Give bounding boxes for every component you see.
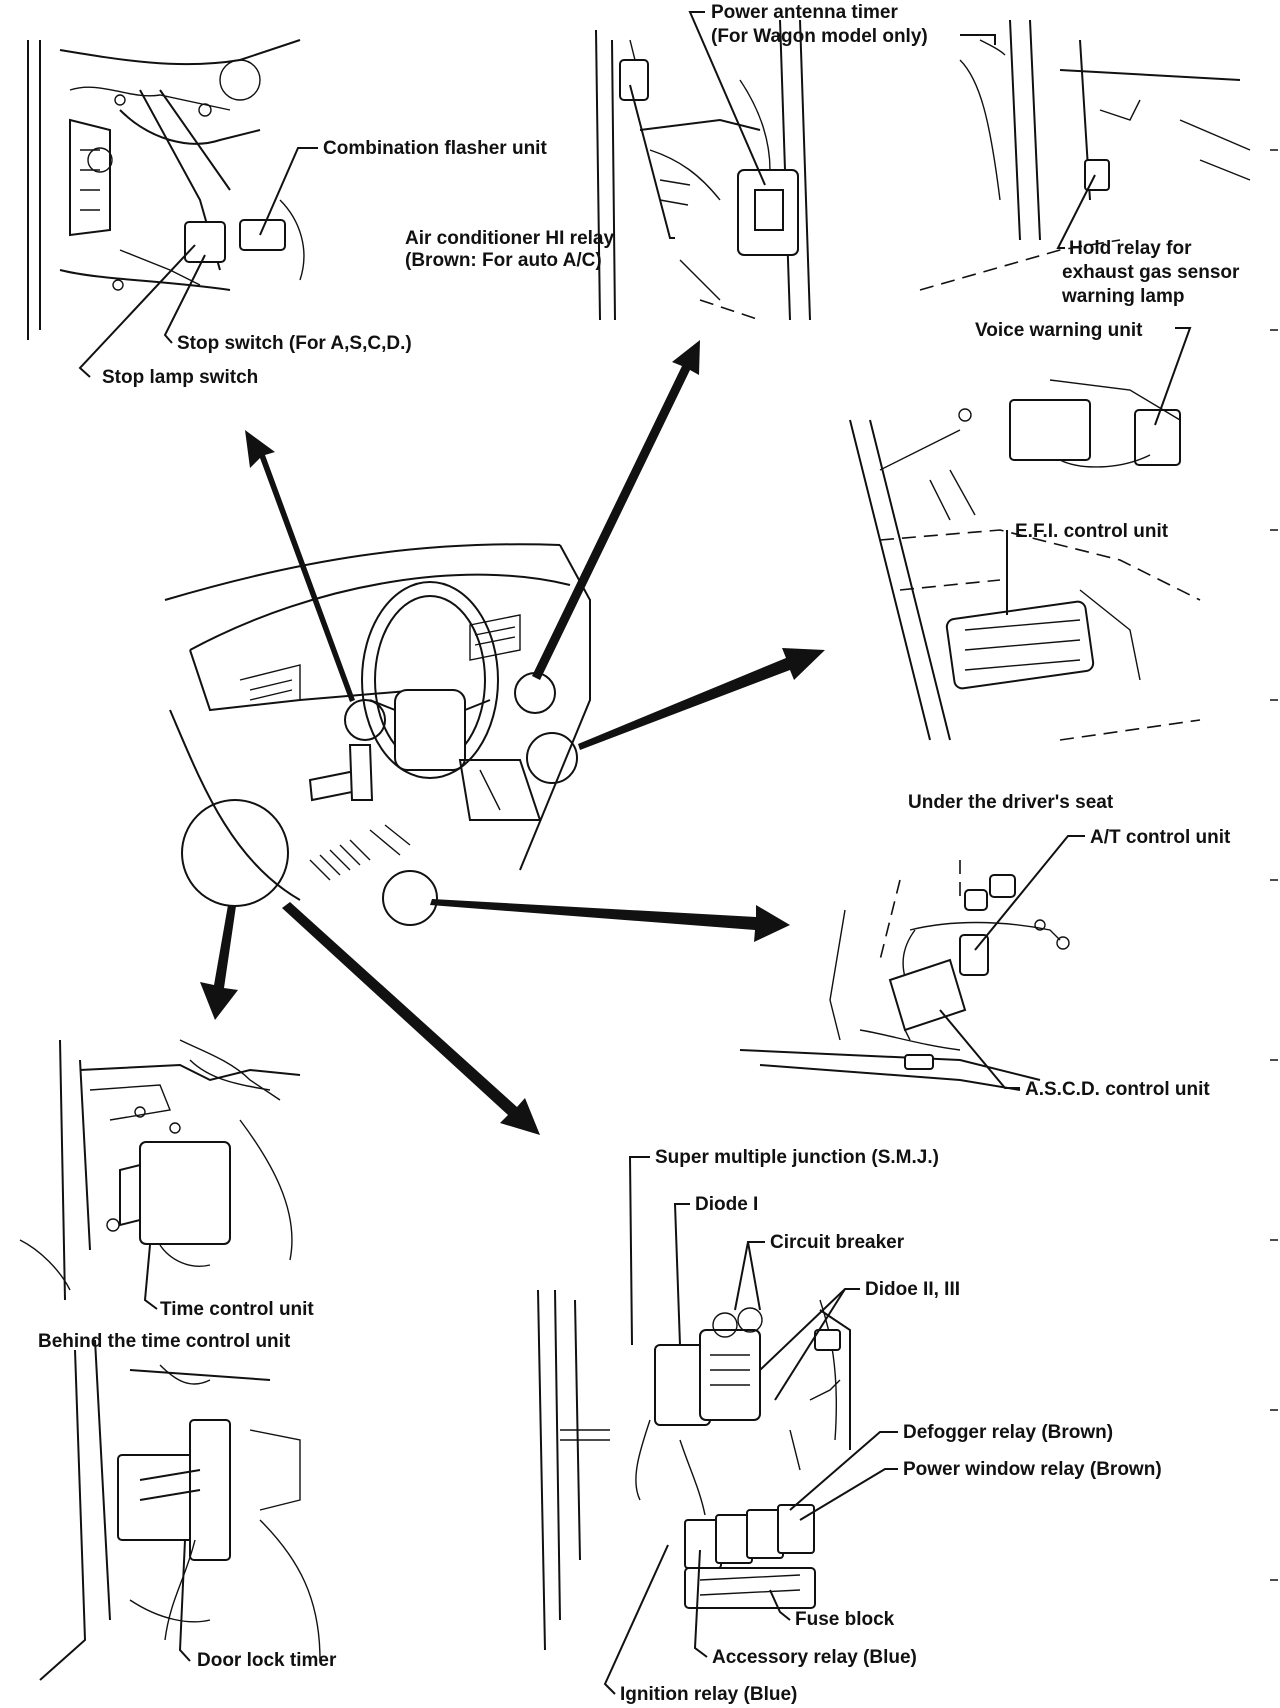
label-combination-flasher: Combination flasher unit (323, 138, 547, 159)
label-ignition-relay: Ignition relay (Blue) (620, 1684, 797, 1705)
label-at-control: A/T control unit (1090, 827, 1231, 848)
panel-ac-relay-area (595, 19, 811, 321)
panel-under-seat (739, 860, 1070, 1091)
label-hold-relay-1: Hold relay for (1069, 238, 1192, 259)
label-circuit-breaker: Circuit breaker (770, 1232, 905, 1253)
label-door-lock-timer: Door lock timer (197, 1650, 337, 1671)
label-hold-relay-2: exhaust gas sensor (1062, 262, 1240, 283)
panel-door-lock-timer (39, 1339, 321, 1681)
pointer-arrows (200, 340, 825, 1135)
leader-lines (78, 11, 1192, 1695)
label-diode-1: Diode I (695, 1194, 758, 1215)
label-efi-control: E.F.I. control unit (1015, 521, 1169, 542)
label-power-window-relay: Power window relay (Brown) (903, 1459, 1162, 1480)
label-stop-lamp-switch: Stop lamp switch (102, 367, 258, 388)
label-time-control: Time control unit (160, 1299, 314, 1320)
label-power-antenna-note: (For Wagon model only) (711, 26, 928, 47)
label-accessory-relay: Accessory relay (Blue) (712, 1647, 917, 1668)
panel-stop-switch-area (27, 39, 305, 340)
label-ac-hi-relay: Air conditioner HI relay (405, 228, 614, 249)
label-stop-switch-ascd: Stop switch (For A,S,C,D.) (177, 333, 412, 354)
label-ac-hi-relay-note: (Brown: For auto A/C) (405, 250, 602, 271)
panel-fuse-block (537, 1289, 851, 1651)
panel-time-control (19, 1039, 301, 1301)
callout-labels: Power antenna timer (For Wagon model onl… (38, 2, 1240, 1705)
dashboard-illustration (164, 543, 591, 926)
label-power-antenna-timer: Power antenna timer (711, 2, 898, 23)
label-behind-time-control: Behind the time control unit (38, 1331, 291, 1352)
margin-ticks (1270, 149, 1278, 1581)
panel-efi-area (849, 379, 1201, 741)
label-diode-2-3: Didoe II, III (865, 1279, 960, 1300)
label-hold-relay-3: warning lamp (1061, 286, 1184, 307)
label-voice-warning: Voice warning unit (975, 320, 1143, 341)
label-defogger-relay: Defogger relay (Brown) (903, 1422, 1113, 1443)
label-smj: Super multiple junction (S.M.J.) (655, 1147, 939, 1168)
label-under-drivers-seat: Under the driver's seat (908, 792, 1114, 813)
label-ascd-control: A.S.C.D. control unit (1025, 1079, 1210, 1100)
label-fuse-block: Fuse block (795, 1609, 895, 1630)
